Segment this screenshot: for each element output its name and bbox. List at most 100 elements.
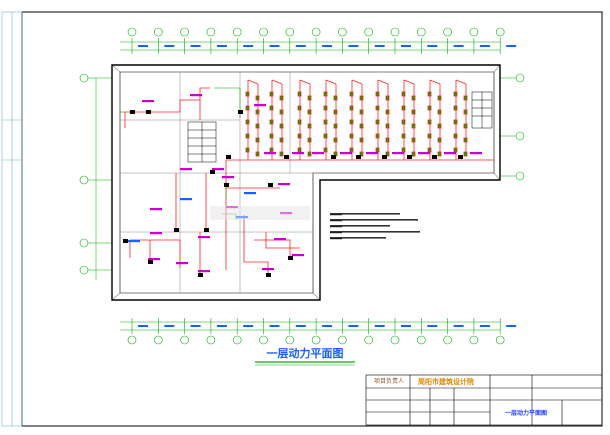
outlet-symbol [375,105,380,111]
cad-label [198,236,210,239]
outlet-symbol [307,123,312,129]
outlet-symbol [255,151,260,157]
outlet-symbol [401,105,406,111]
outlet-symbol [307,137,312,143]
outlet-symbol [245,133,250,139]
dim-text [269,325,280,327]
axis-bubble [127,27,137,37]
dim-text [374,45,385,47]
outlet-symbol [375,119,380,125]
outlet-symbol [245,119,250,125]
outlet-symbol [385,109,390,115]
cad-label [274,238,286,241]
dim-text [506,45,517,47]
outlet-symbol [269,147,274,153]
dim-text [216,45,227,47]
panel-box [238,110,243,114]
dim-text [453,45,464,47]
top-dimension-line [120,41,500,51]
outlet-symbol [463,123,468,129]
outlet-symbol [463,95,468,101]
outlet-symbol [297,147,302,153]
outlet-symbol [269,133,274,139]
distribution-panels [123,110,463,277]
right-axis-bubbles [500,73,525,181]
panel-box [266,273,271,277]
stair-left [187,121,217,163]
outlet-symbol [269,105,274,111]
outlet-symbol [463,109,468,115]
outlet-symbol [323,133,328,139]
axis-bubble [416,335,426,345]
outlet-symbol [269,91,274,97]
axis-bubble [127,335,137,345]
outlet-symbol [333,109,338,115]
axis-bubble [79,175,89,185]
outlet-symbol [359,151,364,157]
axis-bubble [495,335,505,345]
dim-text [164,325,175,327]
bottom-dimension-line [120,321,500,331]
outlet-symbol [401,119,406,125]
cad-label [150,232,162,235]
dim-text [216,325,227,327]
axis-bubble [443,335,452,345]
axis-bubble [206,335,216,345]
outlet-symbol [437,137,442,143]
outlet-symbol [385,95,390,101]
outlet-symbol [269,119,274,125]
dim-text [427,45,438,47]
outlet-symbol [297,105,302,111]
outlet-symbol [245,91,250,97]
outlet-symbol [375,147,380,153]
axis-bubble [390,335,400,345]
drawing-title: 一层动力平面图 [266,347,344,360]
cad-label [128,240,140,243]
dim-text [295,45,306,47]
axis-bubble [515,131,525,141]
main-feeders [124,87,494,275]
circuit-branch [325,79,337,85]
axis-bubble [154,27,163,37]
outlet-symbol [463,137,468,143]
panel-box [458,155,463,159]
top-axis-bubbles [127,27,505,37]
circuit-branch [429,79,441,85]
cad-label [444,152,456,155]
outlet-symbol [307,95,312,101]
panel-box [224,183,229,187]
circuit-branch [299,79,311,85]
outlet-symbol [427,91,432,97]
outlet-symbol [385,151,390,157]
note-line [330,237,386,239]
panel-box [123,239,128,243]
dim-text [138,45,148,47]
axis-bubble [364,27,374,37]
axis-bubble [416,27,426,37]
circuit-branch [271,79,283,85]
note-line [330,213,400,215]
outlet-symbol [453,147,458,153]
outlet-symbol [463,151,468,157]
outlet-symbol [245,105,250,111]
panel-box [288,256,293,260]
outlet-symbol [323,147,328,153]
outlet-symbol [427,119,432,125]
axis-bubble [443,27,452,37]
axis-bubble [285,335,295,345]
axis-bubble [180,27,189,37]
outlet-symbol [333,95,338,101]
cad-label [212,168,224,171]
dim-text [322,325,333,327]
axis-bubble [285,27,295,37]
cad-label [190,94,202,97]
circuit-comb [245,79,468,160]
dim-text [190,45,201,47]
outlet-symbol [411,123,416,129]
axis-bubble [259,27,268,37]
panel-box [356,155,361,159]
outlet-symbol [297,133,302,139]
circuit-branch [377,79,389,85]
outlet-symbol [349,91,354,97]
